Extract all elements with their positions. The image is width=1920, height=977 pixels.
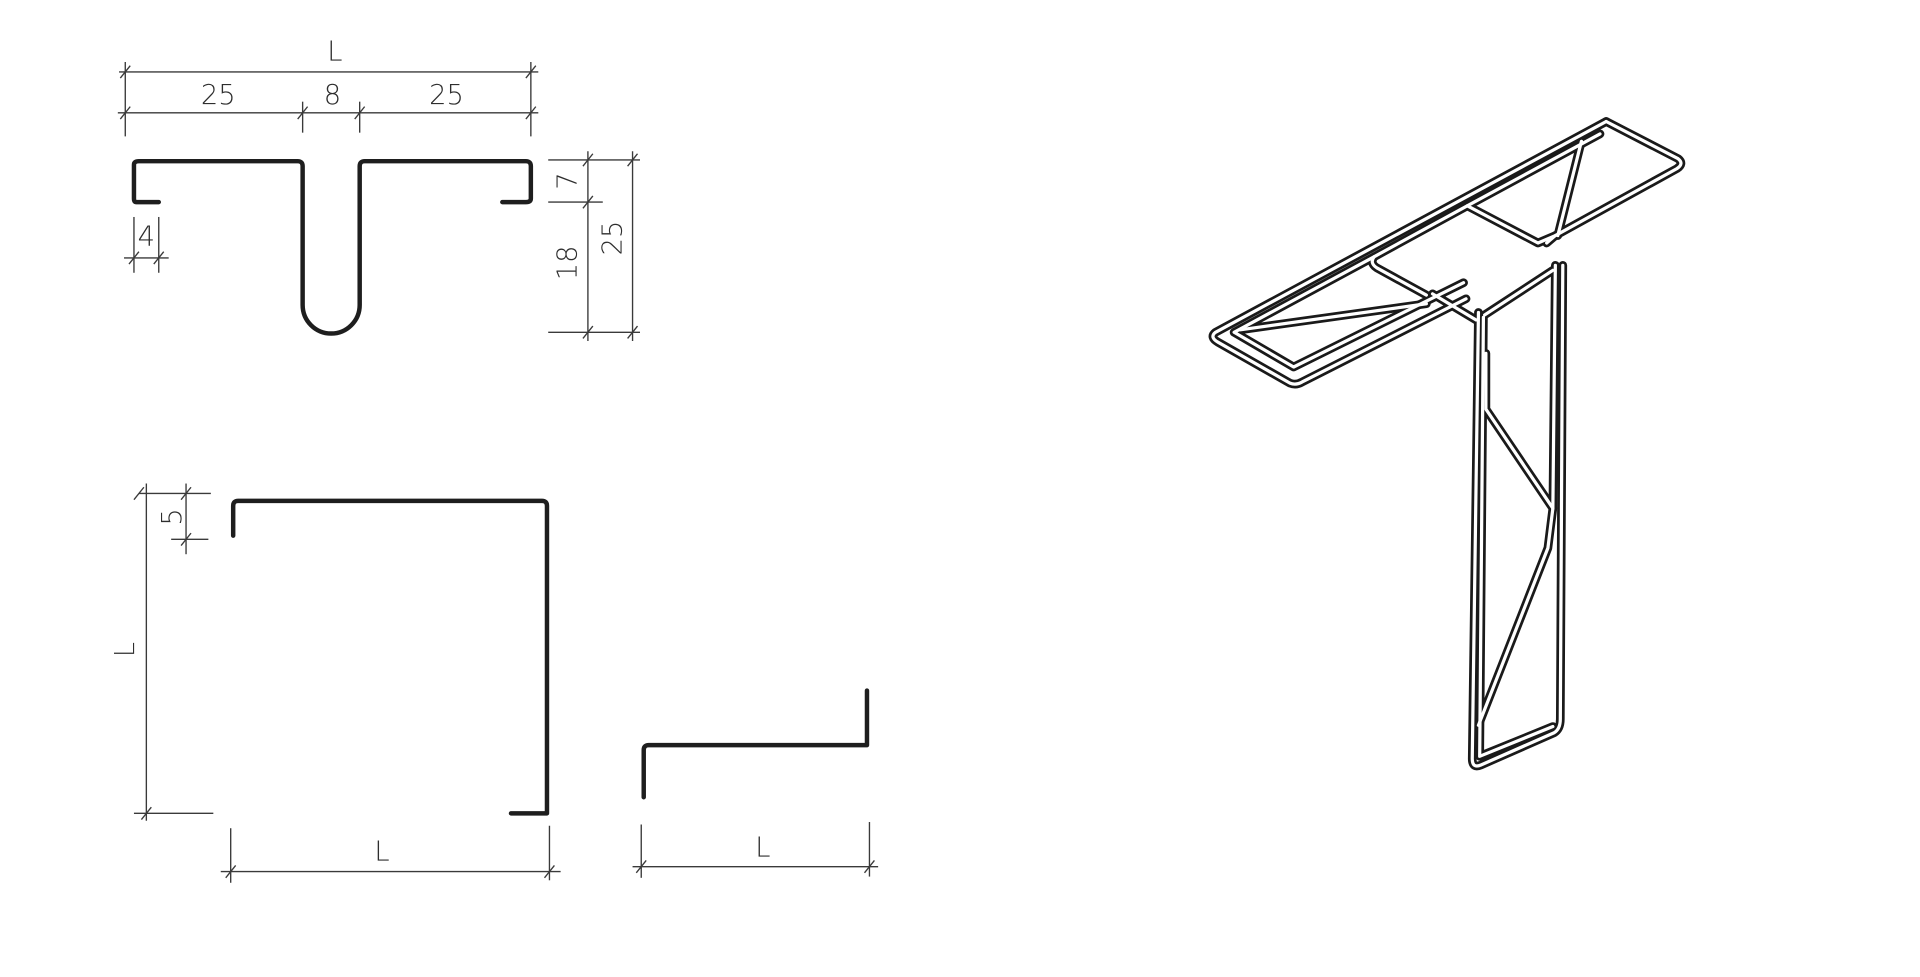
dim-label-overall-length: L: [327, 37, 342, 68]
t-profile-group: L 25 8 25 4 7 18 25: [117, 37, 640, 341]
dim-label-stem-height: 18: [553, 245, 584, 280]
dim-label-z-width: L: [755, 833, 770, 864]
dim-label-hook-width: 4: [138, 221, 155, 252]
z-profile-shape: [641, 688, 870, 800]
c-profile-group: 5 L L: [110, 483, 561, 883]
t-profile-shape: [131, 158, 534, 336]
c-profile-shape: [230, 498, 550, 816]
dim-label-left-flange: 25: [201, 80, 236, 111]
z-profile-group: L: [632, 688, 879, 878]
dim-label-total-height: 25: [597, 221, 628, 256]
dim-label-right-flange: 25: [429, 80, 464, 111]
dim-label-c-hook: 5: [157, 508, 188, 525]
dim-label-c-height: L: [110, 642, 141, 657]
isometric-rebar-cage: [1208, 117, 1686, 771]
dim-label-stem-width: 8: [324, 80, 341, 111]
dim-label-c-width: L: [374, 836, 389, 867]
dim-label-top-height: 7: [553, 172, 584, 189]
